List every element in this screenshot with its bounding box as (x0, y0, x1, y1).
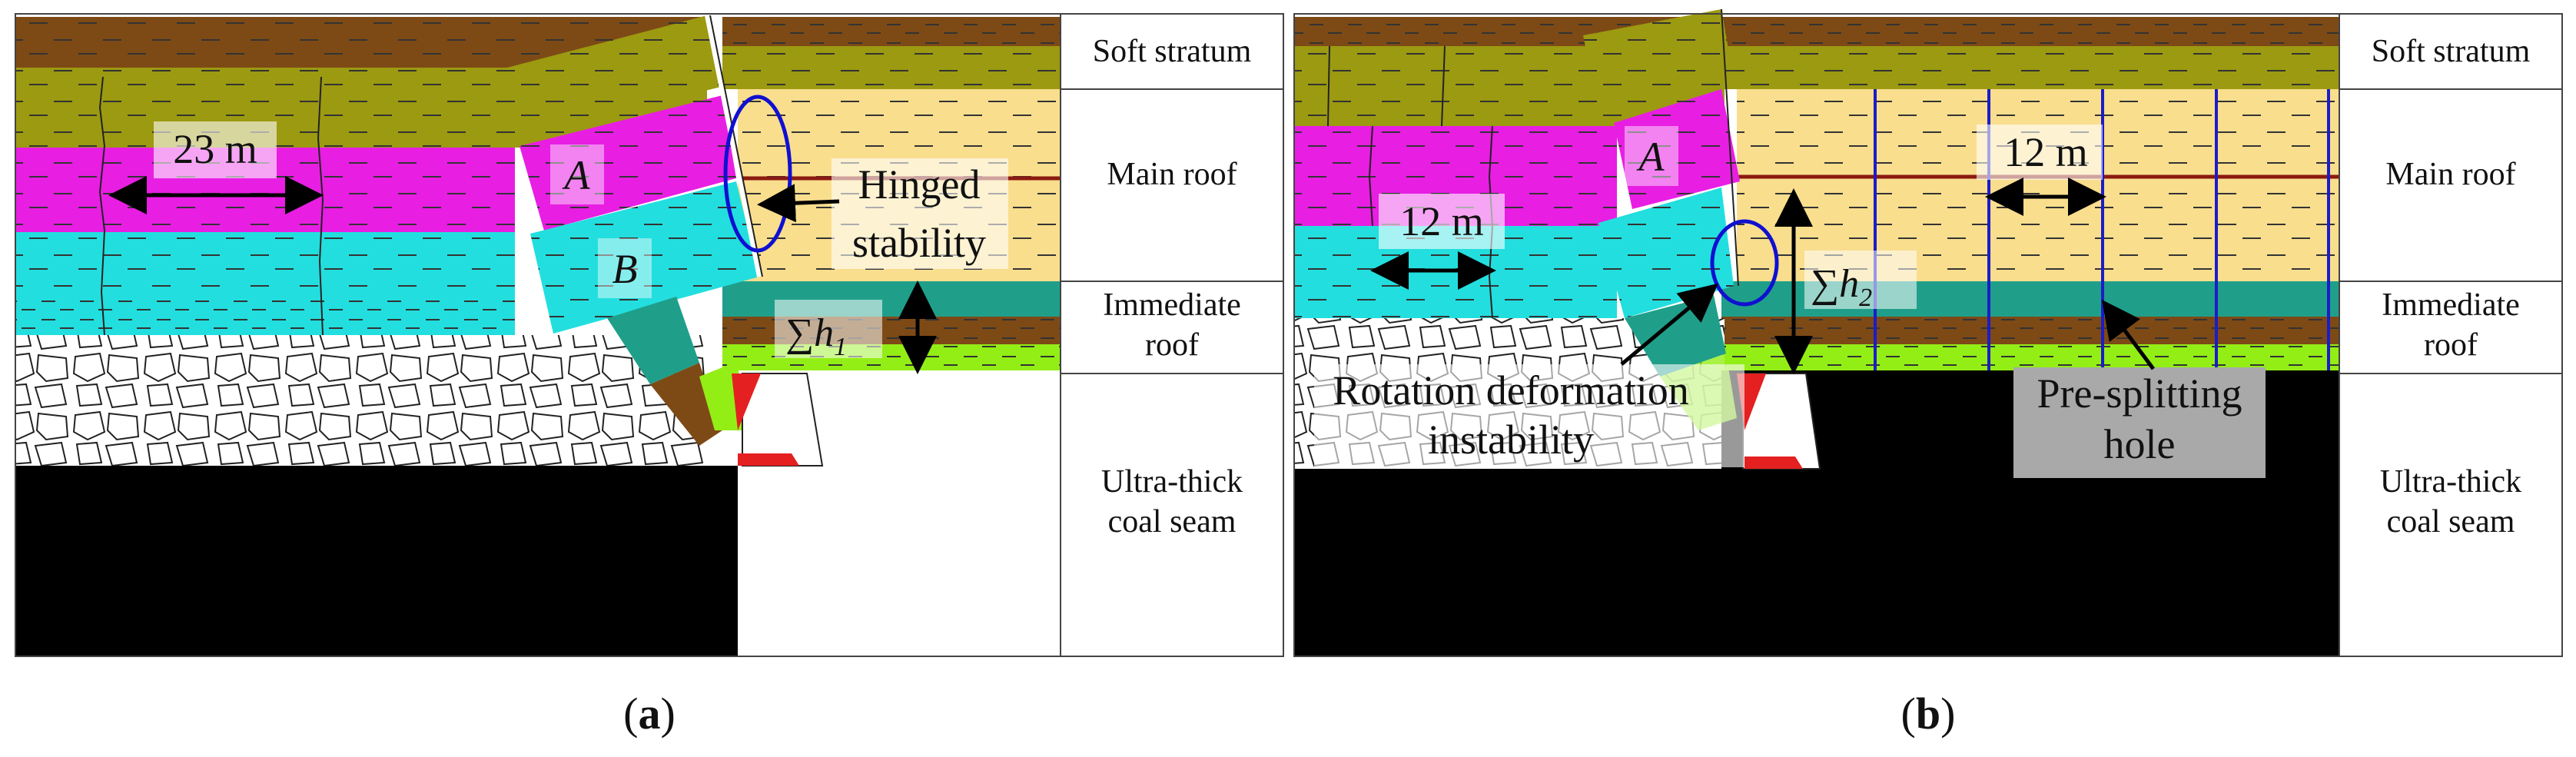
panel-a-label-coal-1: Ultra-thick (1101, 464, 1243, 500)
panel-b-label-coal-1: Ultra-thick (2380, 464, 2521, 500)
panel-a-hinge-ellipse (723, 95, 792, 253)
panel-a-height-sub: 1 (834, 333, 847, 361)
panel-a: 23 m A B Hinged stability ∑h1 Soft strat… (15, 13, 1284, 739)
panel-b-rotation-2: instability (1428, 417, 1594, 463)
panel-a-label-main-roof: Main roof (1107, 157, 1237, 192)
panel-a-blocks (507, 15, 763, 446)
panel-a-label-immediate-1: Immediate (1103, 287, 1241, 323)
panel-a-height-label: ∑h1 (785, 311, 847, 361)
panel-b-legend: Soft stratum Main roof Immediate roof Ul… (2339, 13, 2563, 657)
panel-a-legend: Soft stratum Main roof Immediate roof Ul… (1060, 13, 1284, 657)
panel-b-presplit-2: hole (2104, 421, 2176, 467)
panel-b-block-a: A (1637, 134, 1665, 180)
panel-b-rotation-arrow (1620, 283, 1718, 366)
panel-a-label-soft: Soft stratum (1093, 34, 1252, 69)
panel-b-label-immediate-2: roof (2424, 327, 2478, 363)
panel-b-label-coal-2: coal seam (2387, 504, 2515, 540)
panel-b-presplit-arrow (2102, 299, 2156, 370)
panel-b-caption: (b) (1901, 689, 1956, 739)
panel-b-rotation-1: Rotation deformation (1333, 367, 1688, 413)
panel-a-block-a: A (563, 152, 591, 198)
panel-a-hinged-2: stability (852, 220, 986, 266)
panel-b-height-label: ∑h2 (1811, 262, 1872, 312)
panel-b-label-immediate-1: Immediate (2382, 287, 2520, 323)
panel-a-support (732, 373, 824, 466)
panel-b: 12 m 12 m A ∑h2 Rotation deformation ins… (1293, 8, 2563, 739)
panel-a-span-label: 23 m (173, 126, 257, 172)
panel-b-height-sub: 2 (1859, 284, 1872, 312)
panel-a-label-immediate-2: roof (1145, 327, 1199, 363)
panel-a-label-coal-2: coal seam (1108, 504, 1237, 540)
panel-b-label-main-roof: Main roof (2385, 157, 2515, 192)
panel-a-block-b: B (612, 246, 638, 292)
panel-b-span-left-label: 12 m (1399, 198, 1484, 244)
panel-b-label-soft: Soft stratum (2372, 34, 2531, 69)
panel-b-presplit-1: Pre-splitting (2037, 370, 2242, 417)
panel-b-support (1737, 373, 1821, 470)
panel-b-span-right-label: 12 m (2003, 129, 2088, 175)
panel-b-right-strata (1721, 17, 2339, 370)
panel-a-hinge-arrow (757, 184, 840, 223)
panel-a-caption: (a) (623, 689, 676, 739)
panel-a-hinged-1: Hinged (858, 161, 981, 208)
